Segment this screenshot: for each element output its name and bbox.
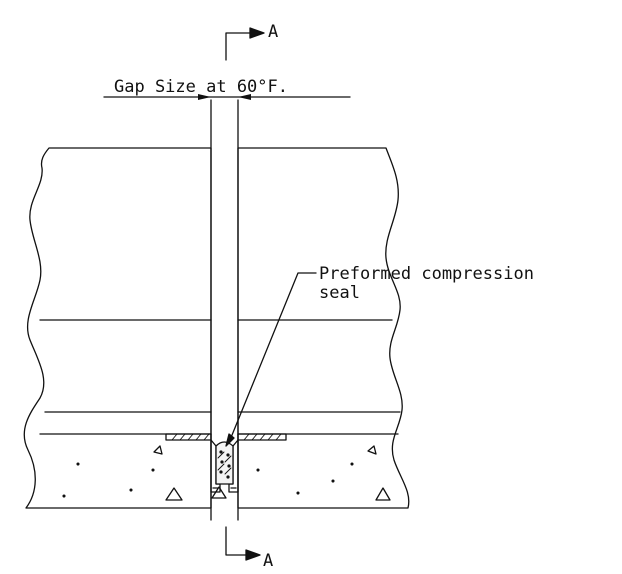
seal-label-line1: Preformed compression	[319, 264, 534, 284]
left-slab	[23, 147, 212, 509]
gap-size-label: Gap Size at 60°F.	[114, 77, 288, 97]
seal-assembly	[165, 433, 287, 493]
aggregate-marks	[62, 445, 391, 501]
right-slab	[237, 147, 410, 509]
section-cut-bottom	[225, 526, 261, 561]
section-label-top: A	[268, 22, 278, 42]
seal-label-line2: seal	[319, 283, 360, 303]
section-cut-top	[225, 27, 265, 61]
section-label-bottom: A	[263, 551, 273, 571]
seal-leader	[225, 272, 317, 447]
gap-dimension	[103, 94, 351, 100]
